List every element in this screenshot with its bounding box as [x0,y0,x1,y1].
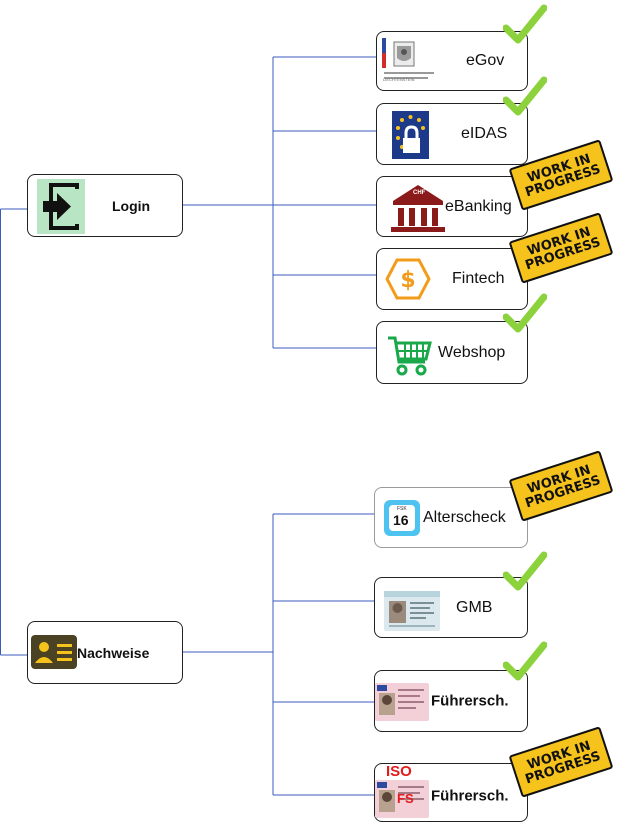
fintech-node[interactable]: $ Fintech [376,248,528,310]
fintech-label: Fintech [452,270,505,287]
gmb-label: GMB [456,598,493,616]
iso-fuehrerschein-label: Führersch. [431,787,509,805]
login-icon [37,179,85,234]
alterscheck-node[interactable]: FSK 16 Alterscheck [374,487,528,548]
check-icon [503,4,547,44]
ebanking-label: eBanking [445,197,512,215]
check-icon [503,293,547,333]
nachweise-node[interactable]: Nachweise [27,621,183,684]
eu-lock-icon [392,111,429,159]
age-rating-top: FSK [397,506,407,512]
iso-drivers-license-icon [375,780,429,818]
egov-crest-caption: LIECHTENSTEIN [383,77,415,82]
webshop-node[interactable]: Webshop [376,321,528,384]
id-card-icon [384,591,440,631]
shopping-cart-icon [387,334,432,376]
id-badge-icon [31,635,77,669]
egov-node[interactable]: LIECHTENSTEIN eGov [376,31,528,91]
eidas-label: eIDAS [461,125,508,142]
fuehrerschein-label: Führersch. [431,692,509,710]
ebanking-node[interactable]: CHF eBanking [376,176,528,237]
dollar-hexagon-icon: $ [385,257,431,301]
egov-label: eGov [466,52,505,69]
check-icon [503,641,547,681]
svg-text:$: $ [400,268,415,293]
alterscheck-label: Alterscheck [423,508,506,526]
iso-fuehrerschein-node[interactable]: Führersch. [374,763,528,822]
login-label: Login [112,197,151,214]
nachweise-label: Nachweise [77,644,150,661]
fuehrerschein-node[interactable]: Führersch. [374,670,528,732]
check-icon [503,76,547,116]
liechtenstein-crest-icon [381,36,437,86]
gmb-node[interactable]: GMB [374,577,528,638]
drivers-license-icon [375,683,429,721]
eidas-node[interactable]: eIDAS [376,103,528,165]
bank-chf-caption: CHF [413,190,426,196]
login-node[interactable]: Login [27,174,183,237]
age-16-icon [384,500,420,536]
age-rating-number: 16 [393,512,409,528]
webshop-label: Webshop [438,343,506,361]
iso-badge: ISO [386,763,412,780]
fs-badge: FS [397,791,414,806]
check-icon [503,551,547,591]
bank-chf-icon [390,181,446,236]
